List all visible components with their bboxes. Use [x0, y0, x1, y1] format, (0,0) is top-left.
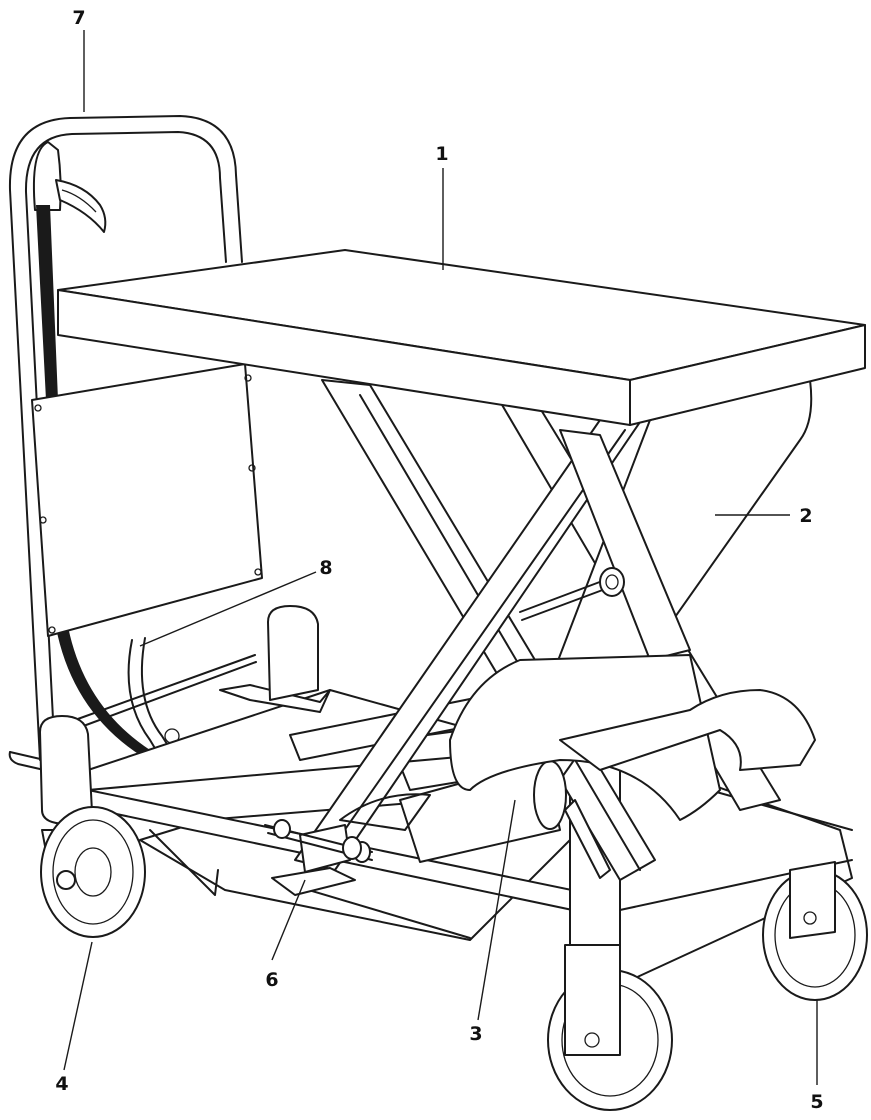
callout-8: 8	[319, 557, 332, 579]
foot-pedal	[264, 819, 373, 896]
callouts: 7 1 2 8 6 3 4 5	[55, 7, 823, 1113]
rear-bumper	[267, 605, 319, 701]
cylinder-support	[449, 654, 816, 821]
platform-tray	[57, 249, 866, 426]
callout-7: 7	[72, 7, 85, 29]
front-right-wheel	[762, 861, 868, 1001]
leader-lines	[63, 30, 818, 1085]
cross-shaft	[519, 567, 625, 621]
callout-3: 3	[469, 1023, 482, 1045]
callout-5: 5	[810, 1091, 823, 1113]
front-left-wheel	[547, 944, 673, 1111]
callout-2: 2	[799, 505, 812, 527]
rear-left-wheel	[39, 715, 146, 938]
rear-cover-plate	[31, 363, 263, 637]
callout-4: 4	[55, 1073, 68, 1095]
push-handle	[8, 115, 243, 761]
callout-6: 6	[265, 969, 278, 991]
callout-1: 1	[435, 143, 448, 165]
pump-lever	[32, 141, 107, 233]
